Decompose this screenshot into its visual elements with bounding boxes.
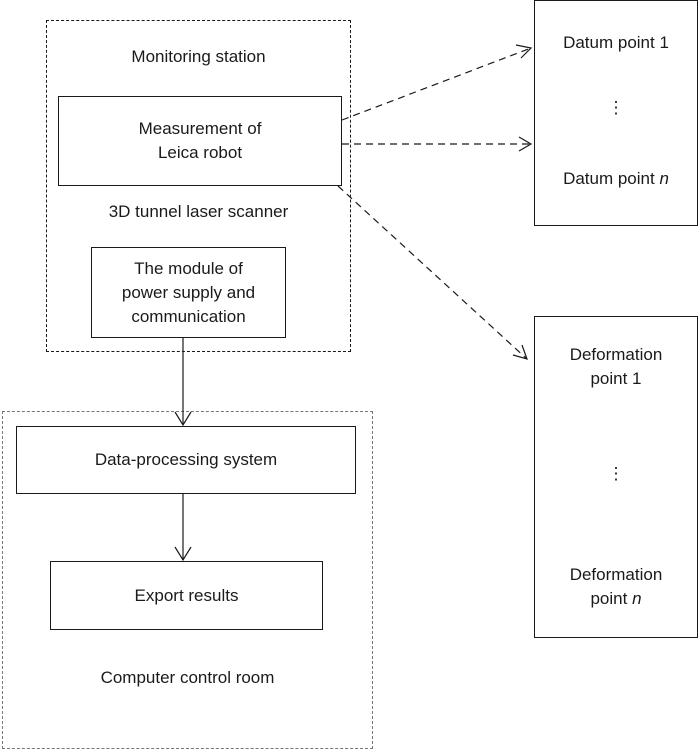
arrow-to-deformation-point: [337, 185, 528, 360]
monitoring-station-title: Monitoring station: [131, 47, 266, 66]
laser-scanner-label: 3D tunnel laser scanner: [108, 202, 289, 221]
deformation-point-n-line1: Deformation: [569, 565, 663, 584]
deformation-point-1-label: Deformation point 1: [534, 343, 698, 391]
leica-robot-box: Measurement of Leica robot: [58, 96, 342, 186]
deformation-points-box: [534, 316, 698, 638]
arrow-to-datum-point-1: [341, 47, 532, 121]
deformation-point-1-line2: point 1: [590, 369, 642, 388]
datum-point-n-label: Datum point n: [534, 167, 698, 191]
datum-point-n-index: n: [659, 169, 669, 188]
deformation-point-n-text: point: [590, 589, 633, 608]
datum-point-1-label: Datum point 1: [563, 33, 669, 52]
datum-point-n-text: Datum point: [563, 169, 660, 188]
export-results-box: Export results: [50, 561, 323, 630]
arrowhead-power-to-processing: [174, 411, 192, 427]
power-module-line2: power supply and: [121, 282, 256, 302]
arrowhead-datum-point-1: [515, 44, 533, 59]
computer-control-room-title: Computer control room: [100, 668, 275, 687]
export-results-label: Export results: [134, 585, 239, 605]
leica-robot-line2: Leica robot: [157, 143, 243, 162]
deformation-ellipsis: ⋮: [607, 464, 625, 483]
arrowhead-datum-point-n: [518, 136, 533, 152]
power-supply-module-box: The module of power supply and communica…: [91, 247, 286, 338]
power-module-line3: communication: [131, 306, 246, 326]
data-processing-label: Data-processing system: [94, 450, 278, 469]
deformation-point-1-line1: Deformation: [569, 345, 663, 364]
arrowhead-processing-to-export: [174, 546, 192, 562]
data-processing-box: Data-processing system: [16, 426, 356, 494]
deformation-point-n-label: Deformation point n: [534, 563, 698, 611]
power-module-line1: The module of: [134, 258, 243, 278]
deformation-point-n-index: n: [632, 589, 642, 608]
arrowhead-deformation-point: [512, 344, 528, 360]
datum-ellipsis: ⋮: [607, 98, 625, 117]
datum-points-box: [534, 0, 698, 226]
deformation-point-n-line2: point n: [590, 587, 641, 611]
leica-robot-line1: Measurement of: [138, 119, 262, 138]
